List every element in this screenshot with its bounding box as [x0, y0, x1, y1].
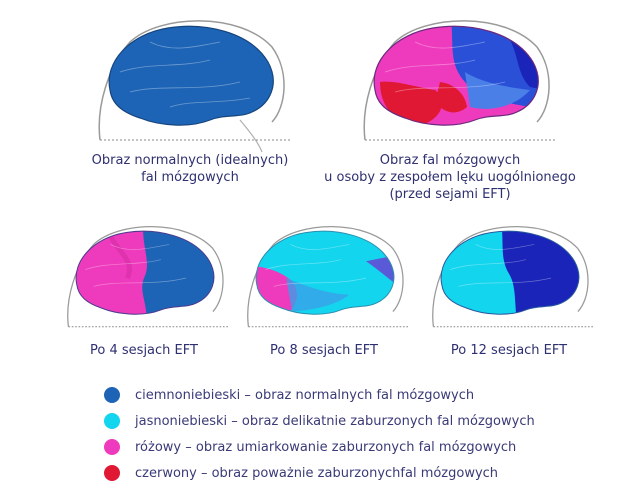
brain-panel-after4	[60, 218, 228, 338]
color-legend: ciemnoniebieski – obraz normalnych fal m…	[104, 386, 535, 490]
legend-label: ciemnoniebieski – obraz normalnych fal m…	[135, 388, 475, 403]
brain-map-after4	[67, 226, 228, 328]
caption-normal: Obraz normalnych (idealnych) fal mózgowy…	[70, 152, 310, 186]
caption-line: Po 12 sesjach EFT	[450, 343, 568, 358]
brain-panel-after8	[240, 218, 408, 338]
brain-panel-normal	[90, 12, 290, 153]
caption-after4: Po 4 sesjach EFT	[60, 342, 228, 359]
red-dot-icon	[104, 465, 120, 481]
caption-line: Po 8 sesjach EFT	[270, 343, 378, 358]
caption-line: Po 4 sesjach EFT	[90, 343, 198, 358]
caption-line: fal mózgowych	[141, 170, 239, 185]
dark-blue-dot-icon	[104, 387, 120, 403]
caption-after8: Po 8 sesjach EFT	[240, 342, 408, 359]
caption-line: Obraz normalnych (idealnych)	[91, 153, 289, 168]
caption-line: Obraz fal mózgowych	[379, 153, 521, 168]
brain-panel-before	[355, 12, 555, 152]
brain-map-after12	[432, 226, 593, 328]
caption-after12: Po 12 sesjach EFT	[425, 342, 593, 359]
caption-line: u osoby z zespołem lęku uogólnionego	[324, 170, 576, 185]
brain-map-normal	[98, 20, 290, 153]
brain-panel-after12	[425, 218, 593, 338]
legend-item-pink: różowy – obraz umiarkowanie zaburzonych …	[104, 438, 535, 464]
caption-line: (przed sejami EFT)	[389, 187, 511, 202]
legend-item-light-blue: jasnoniebieski – obraz delikatnie zaburz…	[104, 412, 535, 438]
legend-item-dark-blue: ciemnoniebieski – obraz normalnych fal m…	[104, 386, 535, 412]
light-blue-dot-icon	[104, 413, 120, 429]
pink-dot-icon	[104, 439, 120, 455]
brain-map-before	[363, 20, 555, 141]
caption-before: Obraz fal mózgowych u osoby z zespołem l…	[300, 152, 600, 203]
brain-map-after8	[247, 226, 408, 328]
legend-label: czerwony – obraz poważnie zaburzonychfal…	[135, 466, 499, 481]
legend-label: jasnoniebieski – obraz delikatnie zaburz…	[135, 414, 535, 429]
legend-item-red: czerwony – obraz poważnie zaburzonychfal…	[104, 464, 535, 490]
legend-label: różowy – obraz umiarkowanie zaburzonych …	[135, 440, 517, 455]
